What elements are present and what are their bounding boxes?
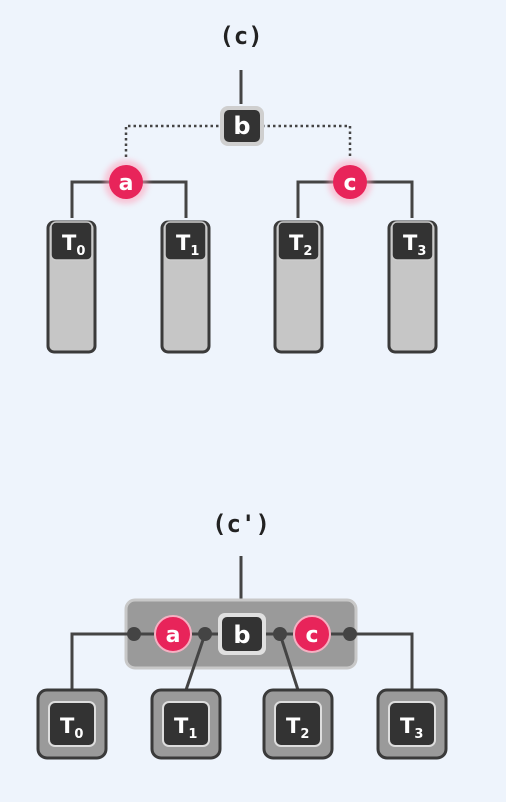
node-c: c: [328, 160, 372, 204]
diagram-c-prime-label: (c'): [212, 510, 270, 538]
merged-node-a: a: [154, 615, 192, 653]
node-a: a: [104, 160, 148, 204]
edge-b-a-dotted: [124, 124, 224, 158]
leaf-t3: T3: [403, 231, 426, 259]
diagram-c-edges: [70, 70, 414, 218]
diagram-c-prime: (c') a: [36, 510, 448, 760]
edge-a-t1: [142, 180, 188, 218]
diagram-c-prime-edges: [70, 632, 414, 691]
leaf-t0: T0: [62, 231, 85, 259]
diagram-c-subtrees: [46, 220, 438, 354]
node-a-label: a: [119, 171, 134, 196]
edge-b-c-dotted: [262, 124, 352, 158]
edge-c-t2: [296, 180, 334, 218]
edge-prime-t3: [350, 632, 414, 690]
edge-c-t3: [366, 180, 414, 218]
leaf-box-t1: [164, 221, 207, 261]
merged-node-c-label: c: [305, 623, 318, 648]
leaf-t2: T2: [289, 231, 312, 259]
leaf-prime-t3: T3: [400, 714, 423, 742]
edge-a-t0: [70, 180, 110, 218]
diagram-c-leaf-labels: T0 T1 T2 T3: [50, 221, 434, 261]
leaf-box-t3: [391, 221, 434, 261]
edge-prime-t1: [184, 633, 207, 691]
leaf-box-t0: [50, 221, 93, 261]
merged-node-b: b: [218, 613, 266, 655]
diagram-c: (c) T0 T1 T2 T3: [46, 22, 438, 354]
leaf-prime-t1: T1: [174, 714, 197, 742]
node-b: b: [220, 106, 264, 146]
node-b-label: b: [233, 112, 250, 140]
edge-prime-t0: [70, 632, 134, 690]
edge-prime-t2: [278, 633, 300, 691]
node-c-label: c: [343, 171, 356, 196]
diagram-c-prime-leaves: T0 T1 T2 T3: [36, 688, 448, 760]
merged-node-a-label: a: [166, 623, 181, 648]
leaf-box-t2: [277, 221, 320, 261]
diagram-c-label: (c): [219, 22, 262, 50]
merged-node-c: c: [293, 615, 331, 653]
leaf-prime-t0: T0: [60, 714, 83, 742]
leaf-t1: T1: [176, 231, 199, 259]
merged-node-b-label: b: [233, 621, 250, 649]
leaf-prime-t2: T2: [286, 714, 309, 742]
connector-dots: [127, 627, 357, 641]
